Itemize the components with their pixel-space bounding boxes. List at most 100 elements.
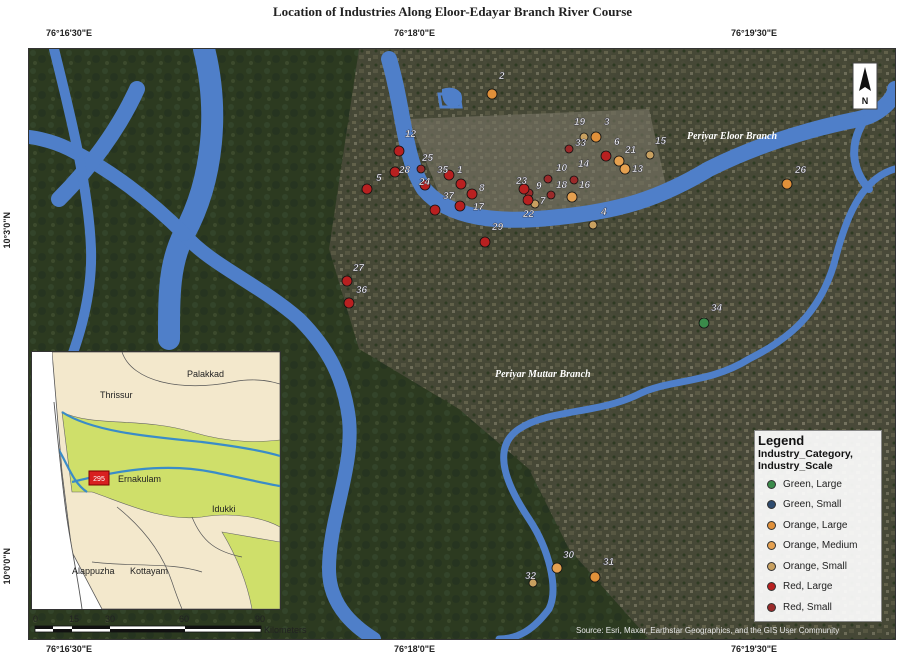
inset-canvas: 295 Palakkad Thrissur Ernakulam Idukki A… [32, 352, 280, 609]
industry-marker-13[interactable]: 13 [619, 163, 644, 175]
pond [441, 87, 463, 107]
industry-marker-10[interactable]: 10 [543, 163, 568, 184]
industry-marker-36[interactable]: 36 [343, 285, 368, 309]
industry-point[interactable] [522, 194, 534, 206]
coord-left-1: 10°3'0"N [2, 212, 12, 249]
industry-marker-18[interactable]: 18 [546, 180, 568, 200]
scale-tick-90: 90 [255, 614, 265, 624]
industry-point[interactable] [543, 174, 553, 184]
legend-item: Red, Large [755, 577, 881, 598]
industry-point[interactable] [588, 220, 598, 230]
industry-point[interactable] [564, 144, 574, 154]
industry-point[interactable] [393, 145, 405, 157]
industry-label: 27 [352, 263, 365, 274]
industry-point[interactable] [486, 88, 498, 100]
industry-label: 15 [655, 136, 667, 147]
industry-point[interactable] [645, 150, 655, 160]
industry-marker-34[interactable]: 34 [698, 303, 723, 329]
legend-symbol-icon [767, 602, 776, 612]
industry-label: 14 [578, 159, 590, 170]
industry-point[interactable] [361, 183, 373, 195]
industry-point[interactable] [518, 183, 530, 195]
industry-point[interactable] [781, 178, 793, 190]
industry-marker-4[interactable]: 4 [588, 207, 607, 230]
industry-point[interactable] [419, 179, 431, 191]
legend-item: Green, Small [755, 495, 881, 516]
industry-point[interactable] [551, 562, 563, 574]
industry-label: 31 [603, 557, 615, 568]
river-label-eloor: Periyar Eloor Branch [687, 131, 777, 142]
scale-tick-30: 30 [105, 614, 115, 624]
legend-label: Green, Small [783, 499, 842, 511]
scale-tick-60: 60 [179, 614, 189, 624]
industry-point[interactable] [455, 178, 467, 190]
industry-point[interactable] [546, 190, 556, 200]
industry-label: 30 [563, 550, 575, 561]
legend-item: Green, Large [755, 474, 881, 495]
industry-point[interactable] [443, 169, 455, 181]
industry-point[interactable] [466, 188, 478, 200]
map-legend: Legend Industry_Category, Industry_Scale… [754, 430, 882, 622]
industry-marker-26[interactable]: 26 [781, 165, 807, 190]
industry-point[interactable] [619, 163, 631, 175]
industry-marker-5[interactable]: 5 [361, 173, 382, 195]
industry-marker-33[interactable]: 33 [564, 138, 587, 154]
industry-point[interactable] [579, 132, 589, 142]
industry-marker-8[interactable]: 8 [466, 183, 485, 200]
industry-point[interactable] [429, 204, 441, 216]
industry-label: 8 [479, 183, 485, 194]
industry-marker-37[interactable]: 37 [429, 191, 455, 216]
industry-point[interactable] [343, 297, 355, 309]
industry-marker-2[interactable]: 2 [486, 71, 505, 100]
industry-marker-31[interactable]: 31 [589, 557, 615, 583]
industry-marker-14[interactable]: 14 [569, 159, 590, 185]
legend-symbol-icon [767, 541, 776, 551]
industry-point[interactable] [600, 150, 612, 162]
industry-point[interactable] [416, 164, 426, 174]
legend-item: Orange, Medium [755, 536, 881, 557]
industry-label: 22 [522, 209, 535, 220]
industry-marker-22[interactable]: 22 [522, 194, 535, 220]
industry-point[interactable] [528, 578, 538, 588]
industry-marker-21[interactable]: 21 [613, 145, 637, 167]
industry-marker-3[interactable]: 3 [590, 117, 610, 143]
coord-bottom-1: 76°16'30"E [46, 644, 93, 654]
industry-point[interactable] [454, 200, 466, 212]
industry-marker-12[interactable]: 12 [393, 129, 417, 157]
industry-marker-24[interactable]: 24 [418, 177, 431, 191]
scale-unit: Kilometers [264, 625, 307, 635]
industry-marker-27[interactable]: 27 [341, 263, 365, 287]
industry-marker-16[interactable]: 16 [566, 180, 591, 203]
industry-marker-23[interactable]: 23 [515, 176, 530, 195]
industry-marker-25[interactable]: 25 [416, 153, 434, 174]
legend-symbol-icon [767, 582, 776, 592]
coord-left-2: 10°0'0"N [2, 548, 12, 585]
north-arrow-icon [859, 67, 871, 91]
industry-marker-1[interactable]: 1 [455, 165, 467, 190]
industry-point[interactable] [589, 571, 601, 583]
industry-marker-17[interactable]: 17 [454, 200, 485, 213]
industry-label: 6 [614, 137, 620, 148]
industry-marker-29[interactable]: 29 [479, 222, 504, 248]
industry-point[interactable] [569, 175, 579, 185]
industry-marker-6[interactable]: 6 [600, 137, 620, 162]
industry-marker-19[interactable]: 19 [574, 117, 589, 142]
industry-point[interactable] [590, 131, 602, 143]
study-area-marker [88, 470, 110, 486]
industry-marker-28[interactable]: 28 [389, 165, 411, 178]
industry-marker-32[interactable]: 32 [525, 571, 538, 588]
industry-point[interactable] [479, 236, 491, 248]
industry-label: 28 [398, 165, 411, 176]
inset-label-kottayam: Kottayam [130, 566, 168, 576]
industry-point[interactable] [613, 155, 625, 167]
industry-point[interactable] [389, 166, 401, 178]
industry-point[interactable] [341, 275, 353, 287]
industry-marker-30[interactable]: 30 [551, 550, 575, 574]
inset-label-alappuzha: Alappuzha [72, 566, 115, 576]
industry-point[interactable] [698, 317, 710, 329]
industry-marker-35[interactable]: 35 [437, 165, 455, 181]
industry-point[interactable] [566, 191, 578, 203]
locator-inset-map: 295 Palakkad Thrissur Ernakulam Idukki A… [31, 351, 281, 610]
industry-marker-15[interactable]: 15 [645, 136, 667, 160]
